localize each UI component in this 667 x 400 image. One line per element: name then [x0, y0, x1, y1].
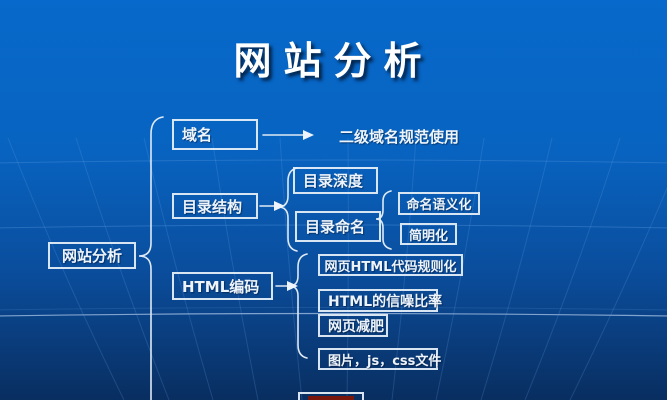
html-arrow-head [287, 281, 298, 291]
assets-files-node-box: 图片，js，css文件 [318, 348, 441, 370]
domain-node-box: 域名 [172, 119, 258, 150]
naming-brace [375, 190, 392, 250]
directory-arrow-head [274, 201, 285, 211]
domain-result-label: 二级域名规范使用 [339, 128, 460, 146]
page-slimming-node-box: 网页减肥 [318, 314, 388, 337]
html-coding-node-box: HTML编码 [172, 272, 273, 300]
domain-arrow-head [303, 130, 314, 140]
slide-title: 网站分析 [233, 39, 434, 83]
html-code-rules-node-box: 网页HTML代码规则化 [318, 254, 463, 276]
root-node-box: 网站分析 [48, 242, 136, 269]
naming-semantic-node-box: 命名语义化 [398, 192, 480, 215]
directory-depth-node-box: 目录深度 [293, 167, 378, 194]
directory-structure-node-box: 目录结构 [172, 193, 258, 219]
cutoff-node-red-text [308, 396, 354, 400]
html-snr-node-box: HTML的信噪比率 [318, 289, 442, 312]
concise-node-box: 简明化 [400, 223, 457, 245]
background-mesh [0, 137, 667, 400]
root-brace [138, 116, 164, 400]
cutoff-node-box [298, 392, 364, 400]
directory-naming-node-box: 目录命名 [295, 211, 381, 242]
